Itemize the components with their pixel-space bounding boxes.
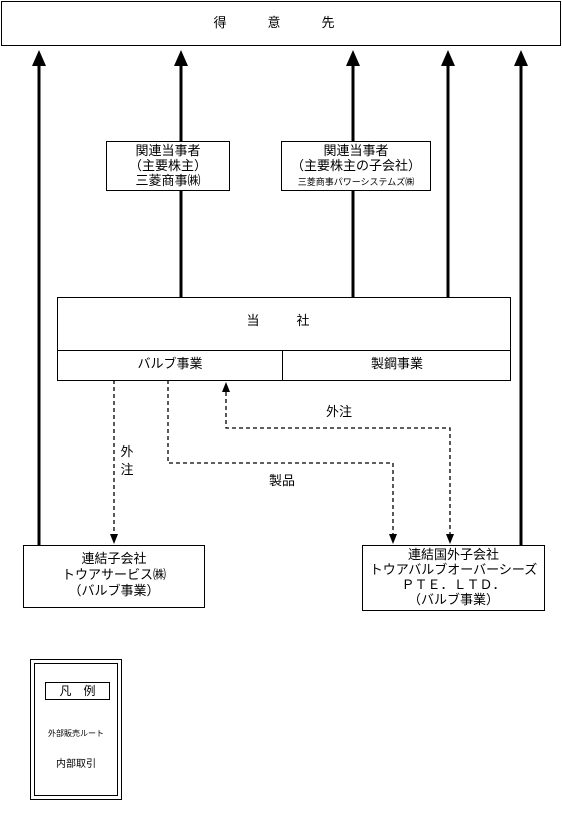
foreign-subsidiary-line4: （バルブ事業）: [407, 593, 499, 608]
legend-external-route: 外部販売ルート: [48, 729, 104, 738]
related-party-2-line3: 三菱商事パワーシステムズ㈱: [297, 178, 415, 188]
related-party-1-line2: （主要株主）: [128, 159, 207, 174]
related-party-1-line3: 三菱商事㈱: [135, 174, 201, 189]
arrowhead-icon: [514, 50, 528, 66]
flow-label-products: 製品: [269, 474, 296, 489]
domestic-subsidiary-box: 連結子会社 トウアサービス㈱ （バルブ事業）: [23, 545, 205, 608]
related-party-2-box: 関連当事者 （主要株主の子会社） 三菱商事パワーシステムズ㈱: [281, 141, 431, 191]
segment-divider: [282, 350, 283, 380]
legend-title: 凡 例: [59, 684, 96, 698]
related-party-2-line2: （主要株主の子会社）: [290, 159, 421, 174]
legend-title-box: 凡 例: [45, 682, 110, 700]
arrowhead-icon: [441, 50, 455, 66]
internal-trade-arrows: [113, 380, 451, 536]
segment-steel: 製鋼事業: [370, 357, 423, 372]
arrowhead-icon: [32, 50, 46, 66]
foreign-subsidiary-box: 連結国外子会社 トウアバルブオーバーシーズ ＰＴＥ．ＬＴＤ． （バルブ事業）: [362, 545, 545, 611]
customer-label: 得 意 先: [213, 16, 349, 31]
arrowhead-icon: [110, 534, 118, 544]
domestic-subsidiary-line3: （バルブ事業）: [68, 584, 160, 599]
arrowhead-icon: [389, 534, 397, 544]
company-label: 当 社: [246, 314, 322, 329]
domestic-subsidiary-line2: トウアサービス㈱: [61, 568, 166, 583]
legend-box: 凡 例 外部販売ルート 内部取引: [30, 659, 122, 800]
arrowhead-icon: [346, 50, 360, 66]
legend-inner-frame: [34, 663, 118, 796]
flow-label-outsource-left: 外注: [120, 445, 134, 478]
foreign-subsidiary-line2: トウアバルブオーバーシーズ: [369, 563, 538, 578]
foreign-subsidiary-line1: 連結国外子会社: [407, 548, 499, 563]
domestic-subsidiary-line1: 連結子会社: [81, 552, 147, 567]
arrowhead-icon: [446, 534, 454, 544]
related-party-1-box: 関連当事者 （主要株主） 三菱商事㈱: [106, 141, 230, 191]
company-divider: [58, 350, 510, 351]
customer-box: 得 意 先: [1, 1, 561, 46]
related-party-1-line1: 関連当事者: [135, 144, 201, 159]
related-party-2-line1: 関連当事者: [323, 144, 389, 159]
foreign-subsidiary-line3: ＰＴＥ．ＬＴＤ．: [401, 578, 506, 593]
arrowhead-icon: [222, 382, 230, 392]
arrowhead-icon: [174, 50, 188, 66]
company-box: 当 社 バルブ事業 製鋼事業: [57, 297, 511, 381]
flow-label-outsource-right: 外注: [326, 405, 353, 420]
legend-internal-trade: 内部取引: [56, 759, 96, 770]
segment-valve: バルブ事業: [137, 357, 203, 372]
